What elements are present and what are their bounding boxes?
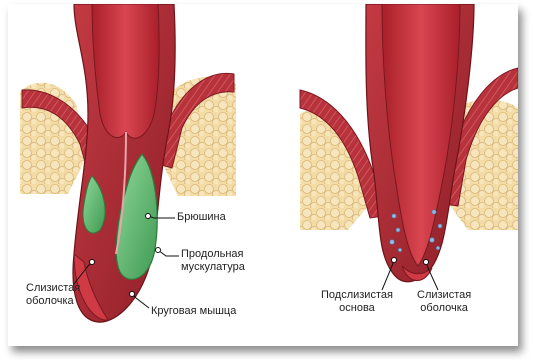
marker-circular	[130, 292, 135, 297]
illustration-frame: Брюшина Продольная мускулатура Слизистая…	[8, 4, 518, 346]
label-longitudinal-muscle: Продольная мускулатура	[181, 248, 245, 274]
label-mucosa-left: Слизистая оболочка	[26, 282, 80, 308]
marker-mucosa-right	[424, 260, 429, 265]
marker-longitudinal	[156, 248, 161, 253]
label-circular-muscle: Круговая мышца	[151, 305, 236, 318]
marker-submucosa	[392, 258, 397, 263]
leader-longitudinal	[158, 250, 179, 256]
left-panel-diagram	[20, 4, 236, 322]
leader-circular	[132, 294, 149, 308]
marker-mucosa-left	[90, 260, 95, 265]
left-rectal-lumen	[92, 4, 159, 138]
label-mucosa-right: Слизистая оболочка	[417, 289, 471, 315]
label-submucosa: Подслизистая основа	[321, 289, 393, 315]
right-panel-diagram	[300, 4, 518, 290]
label-peritoneum: Брюшина	[177, 211, 226, 224]
marker-peritoneum	[146, 214, 151, 219]
